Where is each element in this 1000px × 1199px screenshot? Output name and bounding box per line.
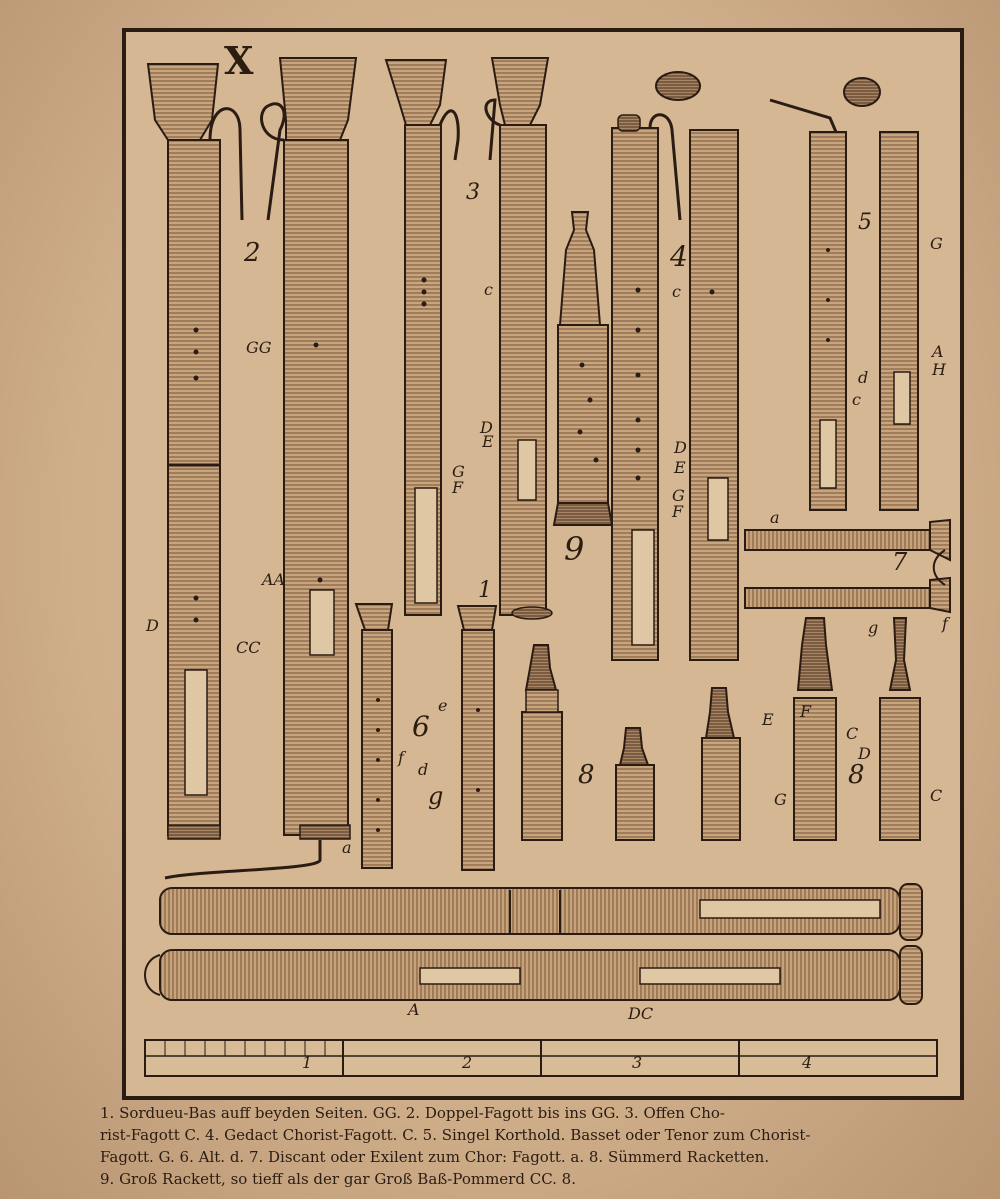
caption-line: rist-Fagott C. 4. Gedact Chorist-Fagott.… xyxy=(100,1126,811,1144)
instrument-rackett-small-c xyxy=(701,687,741,841)
note-label: C xyxy=(846,724,859,743)
instrument-rackett-small-a xyxy=(521,644,563,841)
note-label: f xyxy=(942,614,948,633)
scale-label-1: 1 xyxy=(302,1053,313,1072)
instrument-discant-exilent xyxy=(744,518,951,614)
plate-caption: 1. Sordueu-Bas auff beyden Seiten. GG. 2… xyxy=(100,1102,980,1190)
instrument-korthold-second xyxy=(879,131,919,511)
instrument-rackett-small-b xyxy=(615,727,655,841)
note-label: D xyxy=(480,418,493,437)
note-label: a xyxy=(342,838,352,857)
scale-ruler xyxy=(144,1039,938,1077)
instrument-doppel-fagott xyxy=(164,57,358,880)
note-label: g xyxy=(428,782,444,810)
caption-line: 1. Sordueu-Bas auff beyden Seiten. GG. 2… xyxy=(100,1104,725,1122)
scale-label-3: 3 xyxy=(632,1053,643,1072)
note-label: E xyxy=(482,432,494,451)
note-label: c xyxy=(672,282,681,301)
note-label: D xyxy=(674,438,687,457)
cap-ornament xyxy=(843,77,881,107)
figure-number-8-left: 8 xyxy=(578,760,595,790)
instrument-alt-second xyxy=(456,605,498,871)
note-label: f xyxy=(398,748,404,767)
caption-line: 9. Groß Rackett, so tieff als der gar Gr… xyxy=(100,1170,576,1188)
note-label: c xyxy=(852,390,861,409)
note-label: d xyxy=(418,760,429,779)
scale-label-2: 2 xyxy=(462,1053,473,1072)
figure-number-3: 3 xyxy=(466,180,480,205)
note-label: A xyxy=(408,1000,420,1019)
instrument-gedact-chorist-fagott xyxy=(611,113,682,661)
figure-number-8-right: 8 xyxy=(848,760,865,790)
note-label: G xyxy=(672,486,685,505)
cap-ornament xyxy=(655,71,701,101)
instrument-rackett-small-d xyxy=(793,617,837,841)
instrument-sordun-bass xyxy=(146,63,244,840)
note-label: F xyxy=(800,702,812,721)
note-label: c xyxy=(484,280,493,299)
note-label: G xyxy=(930,234,943,253)
instrument-alt xyxy=(354,603,394,869)
note-label: DC xyxy=(628,1004,654,1023)
note-label: G xyxy=(452,462,465,481)
note-label: F xyxy=(672,502,684,521)
note-label: AA xyxy=(262,570,286,589)
note-label: E xyxy=(674,458,686,477)
instrument-sordun-horizontal-bottom xyxy=(144,945,923,1005)
instrument-offen-chorist-fagott xyxy=(384,59,460,616)
note-label: C xyxy=(930,786,943,805)
instrument-gross-rackett xyxy=(552,211,614,526)
figure-number-2: 2 xyxy=(244,238,261,268)
note-label: A xyxy=(932,342,944,361)
figure-number-6: 6 xyxy=(412,710,430,743)
note-label: a xyxy=(770,508,780,527)
scale-label-4: 4 xyxy=(802,1053,813,1072)
figure-number-5: 5 xyxy=(858,210,872,235)
figure-number-7: 7 xyxy=(892,548,908,576)
figure-number-9: 9 xyxy=(564,530,585,568)
plate-letter: X xyxy=(224,38,254,83)
note-label: E xyxy=(762,710,774,729)
note-label: G xyxy=(774,790,787,809)
note-label: D xyxy=(858,744,871,763)
instrument-offen-fagott-second xyxy=(484,57,553,620)
instrument-singel-korthold xyxy=(769,98,847,511)
note-label: GG xyxy=(246,338,272,357)
note-label: g xyxy=(868,618,879,637)
note-label: CC xyxy=(236,638,261,657)
note-label: F xyxy=(452,478,464,497)
instrument-rackett-small-e xyxy=(879,617,921,841)
instrument-sordun-horizontal-top xyxy=(159,883,923,941)
note-label: H xyxy=(932,360,946,379)
note-label: D xyxy=(146,616,159,635)
figure-number-1: 1 xyxy=(478,578,492,603)
instrument-gedact-second xyxy=(689,129,739,661)
figure-number-4: 4 xyxy=(670,240,688,273)
caption-line: Fagott. G. 6. Alt. d. 7. Discant oder Ex… xyxy=(100,1148,770,1166)
note-label: e xyxy=(438,696,448,715)
note-label: d xyxy=(858,368,869,387)
